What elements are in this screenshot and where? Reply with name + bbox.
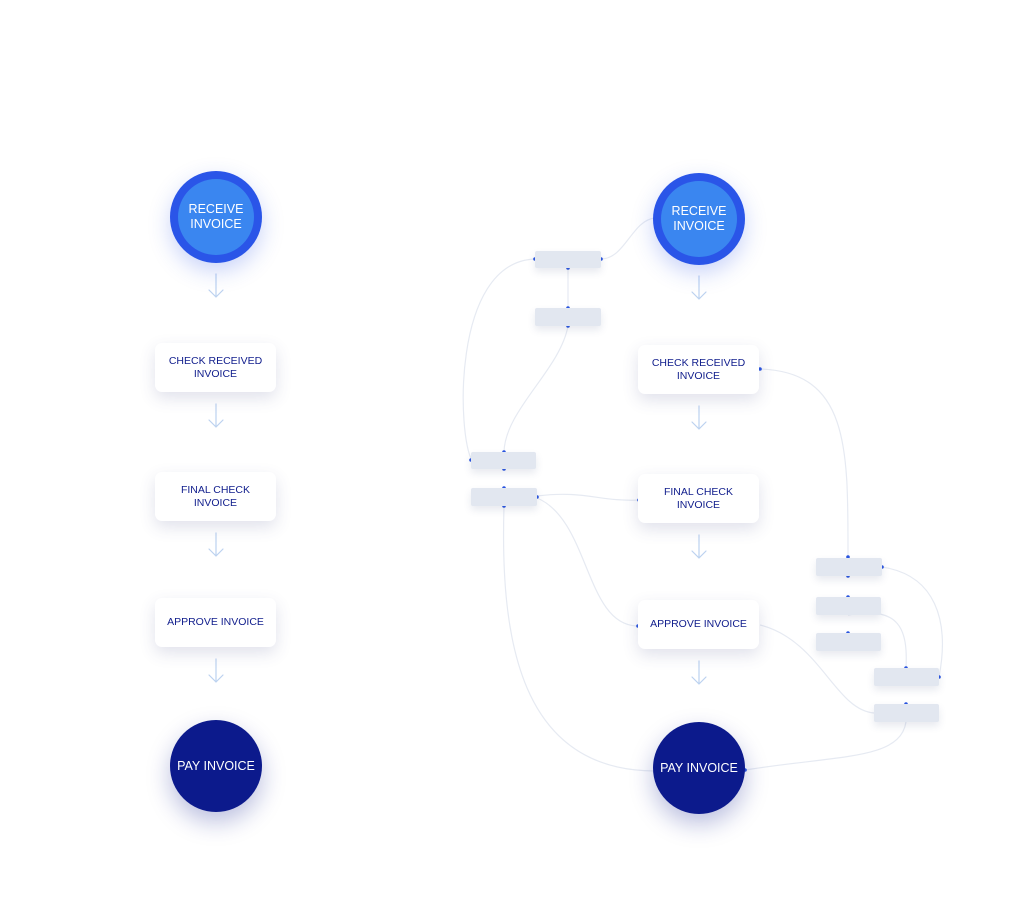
connector-chip5-to-final-check bbox=[536, 493, 640, 501]
right-task-final-check[interactable]: FINAL CHECK INVOICE bbox=[638, 474, 759, 523]
arrow-down-icon bbox=[208, 532, 224, 557]
left-end-node[interactable]: PAY INVOICE bbox=[170, 720, 262, 812]
right-task-check-received[interactable]: CHECK RECEIVED INVOICE bbox=[638, 345, 759, 394]
placeholder-chip[interactable] bbox=[874, 704, 939, 722]
left-task-approve[interactable]: APPROVE INVOICE bbox=[155, 598, 276, 647]
arrow-down-icon bbox=[691, 534, 707, 559]
arrow-down-icon bbox=[691, 660, 707, 685]
left-task-check-received[interactable]: CHECK RECEIVED INVOICE bbox=[155, 343, 276, 392]
arrow-down-icon bbox=[208, 273, 224, 298]
connector-chip5-to-approve bbox=[536, 497, 639, 627]
left-task-final-check[interactable]: FINAL CHECK INVOICE bbox=[155, 472, 276, 521]
placeholder-chip[interactable] bbox=[816, 633, 881, 651]
connector-chip5-to-pay bbox=[502, 505, 655, 772]
placeholder-chip[interactable] bbox=[471, 488, 537, 506]
connector-lines bbox=[462, 217, 943, 772]
right-task-approve[interactable]: APPROVE INVOICE bbox=[638, 600, 759, 649]
left-start-label: RECEIVE INVOICE bbox=[178, 179, 254, 255]
connector-start-to-chip1 bbox=[600, 217, 656, 260]
connector-chip6-to-chip9 bbox=[881, 566, 943, 678]
arrow-down-icon bbox=[208, 403, 224, 428]
left-start-node[interactable]: RECEIVE INVOICE bbox=[170, 171, 262, 263]
right-start-label: RECEIVE INVOICE bbox=[661, 181, 737, 257]
placeholder-chip[interactable] bbox=[816, 597, 881, 615]
connector-chip10-to-pay bbox=[744, 721, 907, 771]
connector-chip1-to-chip4 bbox=[462, 258, 536, 461]
connector-approve-to-chip10 bbox=[759, 624, 875, 714]
arrow-down-icon bbox=[691, 405, 707, 430]
right-end-node[interactable]: PAY INVOICE bbox=[653, 722, 745, 814]
connector-chip2-to-chip5 bbox=[503, 325, 569, 453]
placeholder-chip[interactable] bbox=[874, 668, 939, 686]
flow-arrows bbox=[208, 273, 707, 685]
placeholder-chip[interactable] bbox=[535, 251, 601, 268]
arrow-down-icon bbox=[691, 275, 707, 300]
arrow-down-icon bbox=[208, 658, 224, 683]
placeholder-chip[interactable] bbox=[471, 452, 536, 469]
right-start-node[interactable]: RECEIVE INVOICE bbox=[653, 173, 745, 265]
placeholder-chip[interactable] bbox=[816, 558, 882, 576]
connector-check-to-chip6 bbox=[759, 368, 849, 558]
placeholder-chip[interactable] bbox=[535, 308, 601, 326]
